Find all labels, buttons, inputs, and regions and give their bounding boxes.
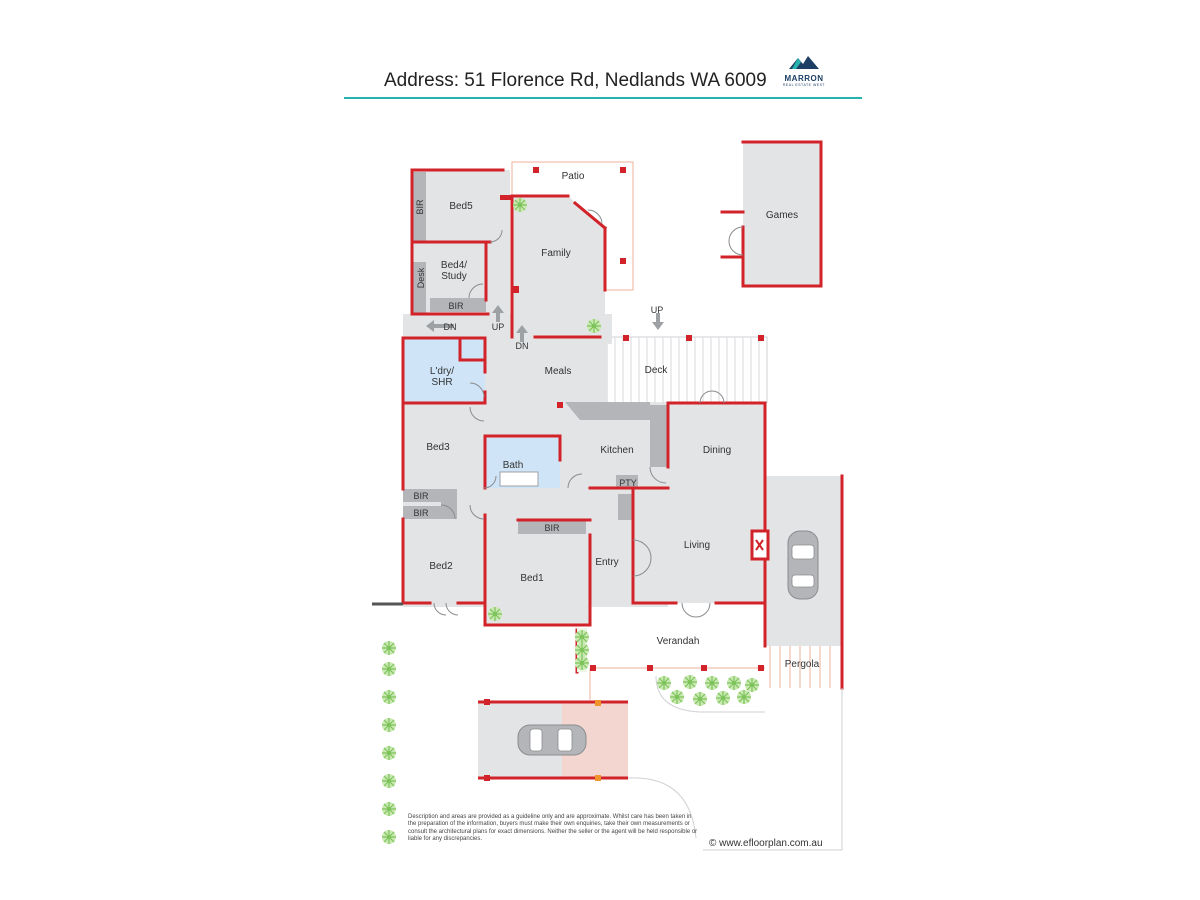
car-icon [517,724,587,756]
tree-icon [381,773,397,789]
patio-post [620,258,626,264]
label-meals: Meals [545,366,572,377]
header-rule [344,97,862,99]
label-up-deck: UP [651,305,664,315]
wall-stub [557,402,563,408]
tree-icon [692,691,708,707]
lot-boundary [703,688,843,851]
agency-logo: MARRON REAL ESTATE WEST [774,56,834,87]
tree-icon [574,655,590,671]
tree-icon [381,689,397,705]
tree-icon [736,689,752,705]
label-bed4: Bed4/ [441,260,467,271]
tree-icon [381,661,397,677]
tree-icon [744,677,760,693]
verandah-posts [590,665,764,671]
patio-post [620,167,626,173]
tree-icon [381,829,397,845]
label-bath: Bath [503,460,524,471]
tree-icon [669,689,685,705]
label-bir-bed3: BIR [413,491,429,501]
label-bir-bed2: BIR [413,508,429,518]
tree-icon [726,675,742,691]
tree-icon [487,606,503,622]
label-dn-family: DN [516,341,529,351]
label-bed5: Bed5 [449,201,473,212]
label-living: Living [684,540,710,551]
label-bir-bed4: BIR [448,301,464,311]
credit-text: © www.efloorplan.com.au [709,838,823,849]
label-patio: Patio [562,171,585,182]
label-pergola: Pergola [785,659,820,670]
label-bed2: Bed2 [429,561,453,572]
label-bed3: Bed3 [426,442,450,453]
label-family: Family [541,248,570,259]
room-labels: Patio Bed5 Family Games Bed4/ Study BIR … [413,171,819,670]
patio-post [533,167,539,173]
wall-stub [512,286,519,293]
tree-icon [586,318,602,334]
label-desk: Desk [416,267,426,288]
logo-wordmark: MARRON [784,74,824,83]
tree-icon [656,675,672,691]
tree-icon [381,717,397,733]
walls [401,140,844,690]
logo-subtitle: REAL ESTATE WEST [782,83,826,87]
address-title: Address: 51 Florence Rd, Nedlands WA 600… [384,70,767,91]
label-dining: Dining [703,445,731,456]
label-bed1: Bed1 [520,573,544,584]
verandah-outline [589,667,765,700]
tree-icon [381,640,397,656]
tree-icon [704,675,720,691]
laundry-floor [403,338,485,403]
disclaimer-text: Description and areas are provided as a … [408,814,698,843]
label-up-hall: UP [492,322,505,332]
tree-icon [512,197,528,213]
label-deck: Deck [645,365,669,376]
mountain-logo-icon [789,56,819,69]
fireplace-icon [750,529,770,561]
tree-icon [682,674,698,690]
label-bir-bed1: BIR [544,523,560,533]
tree-icon [574,642,590,658]
wall-stub [500,195,512,200]
house-floors [403,142,842,646]
deck-boards [606,335,768,404]
label-verandah: Verandah [657,636,700,647]
label-shr: SHR [431,377,452,388]
stairs-arrow-icon [426,305,664,342]
built-ins [403,172,668,534]
car-icon [787,530,819,600]
tree-icon [381,801,397,817]
tree-icon [574,629,590,645]
garden-bed-outline [655,675,765,713]
label-bir-bed5: BIR [415,199,425,215]
label-entry: Entry [595,557,618,568]
label-kitchen: Kitchen [600,445,633,456]
tree-icon [715,690,731,706]
label-study: Study [441,271,467,282]
label-pty: PTY [619,478,637,488]
label-games: Games [766,210,798,221]
pergola-beams [769,646,831,688]
tree-icon [381,745,397,761]
label-laundry: L'dry/ [430,366,454,377]
door-swing-icon [433,209,744,618]
label-dn-hall: DN [444,322,457,332]
